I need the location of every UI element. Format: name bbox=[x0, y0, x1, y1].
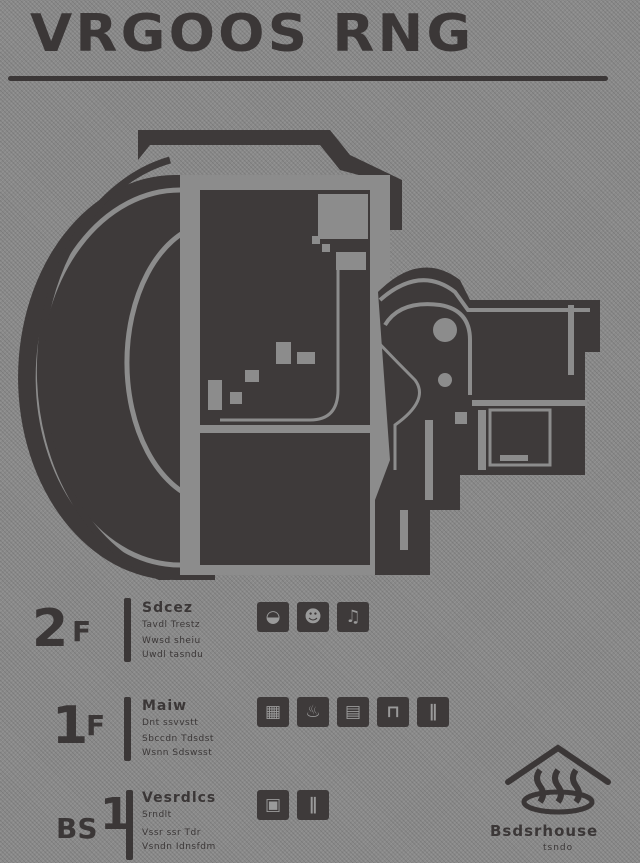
floor-desc-line: Vsndn Idnsfdm bbox=[142, 842, 216, 852]
floor-number: 1 bbox=[100, 789, 131, 840]
floor-number: 1 bbox=[52, 696, 89, 756]
central-hall bbox=[200, 190, 370, 565]
floor-name: Vesrdlcs bbox=[142, 790, 217, 806]
toilet-icon[interactable]: ⊓ bbox=[377, 697, 409, 727]
east-wing bbox=[375, 267, 600, 575]
floor-number: 2 bbox=[32, 599, 69, 659]
bathhouse-logo-icon bbox=[505, 744, 611, 815]
floor-plan-map[interactable] bbox=[0, 100, 640, 580]
floor-name: Sdcez bbox=[142, 600, 194, 616]
floor-desc-line: Wwsd sheiu bbox=[142, 636, 201, 646]
title-divider bbox=[8, 76, 608, 81]
restaurant-icon[interactable]: ◒ bbox=[257, 602, 289, 632]
logo-subtitle: tsndo bbox=[543, 843, 574, 853]
locker-icon[interactable]: ▦ bbox=[257, 697, 289, 727]
floor-desc-line: Uwdl tasndu bbox=[142, 650, 204, 660]
floor-prefix: BS bbox=[56, 812, 98, 845]
floor-divider bbox=[126, 790, 133, 860]
floor-divider bbox=[124, 697, 131, 761]
west-hall-inner bbox=[124, 221, 203, 504]
shop-icon[interactable]: ▤ bbox=[337, 697, 369, 727]
floor-divider bbox=[124, 598, 131, 662]
floor-desc-line: Srndlt bbox=[142, 810, 172, 820]
floor-desc-line: Sbccdn Tdsdst bbox=[142, 734, 214, 744]
logo-name: Bsdsrhouse bbox=[490, 822, 599, 840]
floor-desc-line: Dnt ssvvstt bbox=[142, 718, 199, 728]
map-title: VRGOOS RNG bbox=[30, 4, 475, 64]
changing-room-icon[interactable]: ∥ bbox=[297, 790, 329, 820]
floor-desc-line: Tavdl Trestz bbox=[142, 620, 201, 630]
north-entrance bbox=[138, 130, 402, 230]
floor-suffix: F bbox=[72, 615, 92, 648]
floor-suffix: F bbox=[86, 709, 106, 742]
bath-icon[interactable]: ♨ bbox=[297, 697, 329, 727]
floor-desc-line: Vssr ssr Tdr bbox=[142, 828, 201, 838]
massage-icon[interactable]: ☻ bbox=[297, 602, 329, 632]
karaoke-icon[interactable]: ♫ bbox=[337, 602, 369, 632]
floor-desc-line: Wsnn Sdswsst bbox=[142, 748, 213, 758]
floor-name: Maiw bbox=[142, 698, 188, 714]
sauna-icon[interactable]: ▣ bbox=[257, 790, 289, 820]
restroom-icon[interactable]: ∥ bbox=[417, 697, 449, 727]
